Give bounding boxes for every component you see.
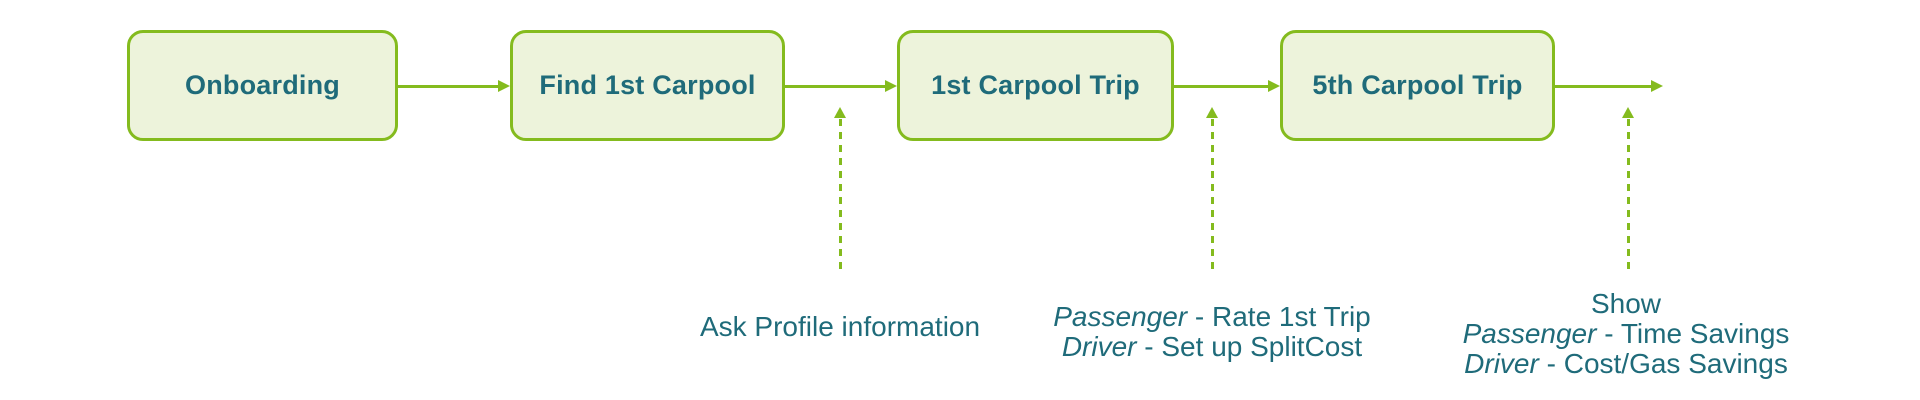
flow-step-5th-carpool-trip: 5th Carpool Trip	[1280, 30, 1555, 141]
connector-arrow-1	[398, 80, 510, 92]
annotation-line: Driver - Set up SplitCost	[1061, 331, 1363, 362]
flow-step-label: Onboarding	[185, 70, 340, 100]
annotation-line: Driver - Cost/Gas Savings	[1464, 348, 1788, 379]
connector-arrow-3	[1174, 80, 1280, 92]
arrow-up-icon	[1622, 107, 1634, 118]
arrow-right-icon	[498, 80, 510, 92]
arrow-right-icon	[1651, 80, 1663, 92]
flow-step-label: 1st Carpool Trip	[931, 70, 1140, 100]
flow-step-1st-carpool-trip: 1st Carpool Trip	[897, 30, 1174, 141]
annotation-ask-profile: Ask Profile information	[700, 312, 980, 342]
annotation-line: Ask Profile information	[699, 311, 981, 342]
annotation-line: Show	[1590, 288, 1662, 319]
annotation-line: Passenger - Rate 1st Trip	[1053, 301, 1371, 332]
annotation-rate-trip-splitcost: Passenger - Rate 1st Trip Driver - Set u…	[1053, 302, 1371, 362]
arrow-right-icon	[1268, 80, 1280, 92]
flow-step-label: Find 1st Carpool	[539, 70, 756, 100]
dashed-arrow-up-2	[1206, 107, 1218, 270]
arrow-up-icon	[1206, 107, 1218, 118]
dashed-arrow-up-3	[1622, 107, 1634, 270]
connector-arrow-4	[1555, 80, 1663, 92]
arrow-right-icon	[885, 80, 897, 92]
arrow-up-icon	[834, 107, 846, 118]
connector-arrow-2	[785, 80, 897, 92]
flow-step-onboarding: Onboarding	[127, 30, 398, 141]
flow-step-find-1st-carpool: Find 1st Carpool	[510, 30, 785, 141]
dashed-arrow-up-1	[834, 107, 846, 270]
annotation-show-savings: Show Passenger - Time Savings Driver - C…	[1463, 289, 1790, 379]
flow-step-label: 5th Carpool Trip	[1312, 70, 1523, 100]
annotation-line: Passenger - Time Savings	[1462, 318, 1790, 349]
